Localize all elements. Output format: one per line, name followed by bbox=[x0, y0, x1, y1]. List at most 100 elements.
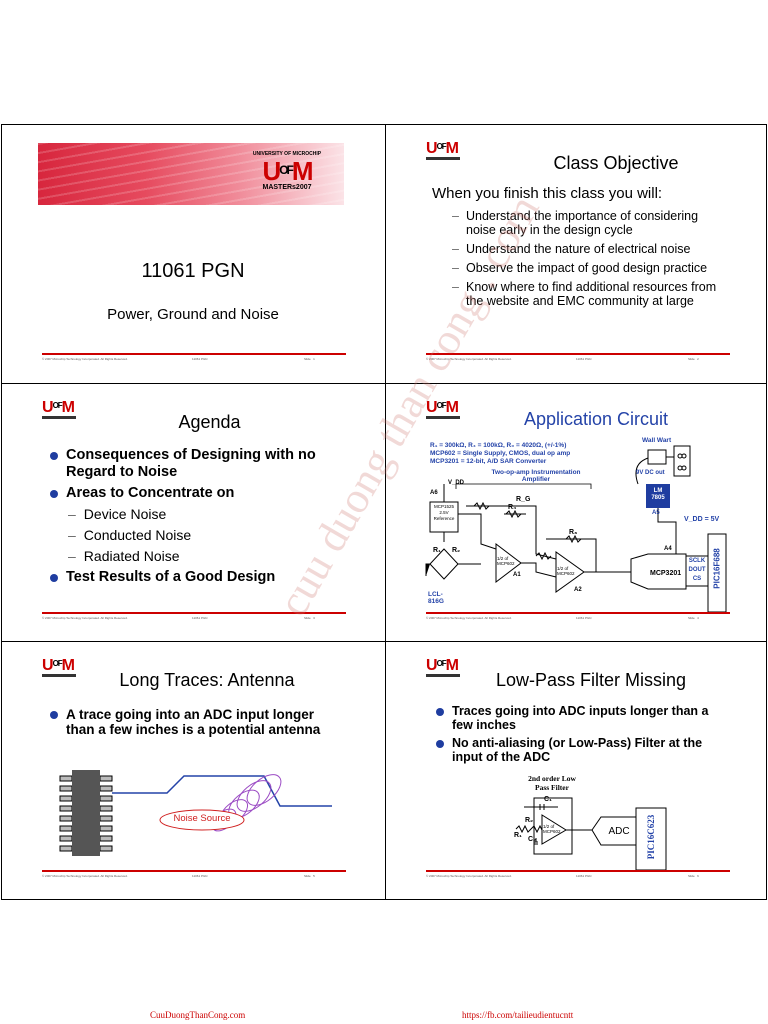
mcu-label: PIC16F688 bbox=[712, 548, 722, 589]
uofm-logo: UOFM bbox=[426, 139, 460, 160]
logo-text: UNIVERSITY OF MICROCHIP bbox=[252, 151, 322, 157]
amp-label: Two-op-amp Instrumentation Amplifier bbox=[491, 469, 581, 483]
slide-title: Class Objective bbox=[553, 153, 679, 173]
label-a5: A5 bbox=[652, 510, 660, 516]
course-title: 11061 PGN bbox=[141, 260, 245, 282]
antenna-bullet: A trace going into an ADC input longer t… bbox=[50, 707, 346, 737]
label-r3: R₃ bbox=[569, 529, 578, 536]
slide-footer: © 2007 Microchip Technology Incorporated… bbox=[426, 870, 730, 882]
circuit-specs: R₁ = 300kΩ, R₄ = 100kΩ, R₀ = 4020Ω, (+/-… bbox=[430, 442, 571, 465]
list-item: –Understand the importance of considerin… bbox=[452, 209, 699, 237]
logo-year: MASTERs2007 bbox=[262, 184, 312, 191]
regulator-block bbox=[646, 484, 670, 508]
label-c1: C₁ bbox=[544, 796, 552, 803]
list-item: Consequences of Designing with no Regard… bbox=[50, 447, 350, 481]
slide-footer: © 2007 Microchip Technology Incorporated… bbox=[42, 353, 346, 365]
grid-divider-row2 bbox=[2, 641, 766, 642]
list-item: Test Results of a Good Design bbox=[50, 569, 350, 586]
list-item: –Conducted Noise bbox=[68, 527, 192, 543]
slide-title: Long Traces: Antenna bbox=[119, 670, 295, 690]
bullet-icon bbox=[50, 574, 58, 582]
agenda-list: Consequences of Designing with no Regard… bbox=[50, 447, 350, 586]
label-r1: R₁ bbox=[514, 832, 522, 839]
noise-source-oval bbox=[159, 809, 245, 831]
list-item: –Device Noise bbox=[68, 506, 167, 522]
bullet-icon bbox=[50, 490, 58, 498]
bullet-icon bbox=[436, 740, 444, 748]
uofm-logo: UOFM bbox=[426, 656, 460, 677]
bullet-icon bbox=[50, 452, 58, 460]
filter-bullets: Traces going into ADC inputs longer than… bbox=[436, 704, 726, 764]
low-pass-filter-diagram bbox=[515, 797, 667, 871]
slide-footer: © 2007 Microchip Technology Incorporated… bbox=[426, 353, 730, 365]
vdd-5v-label: V_DD = 5V bbox=[684, 516, 720, 523]
op-amp-1-label: 1/2 of MCP602 bbox=[497, 556, 515, 566]
list-item: No anti-aliasing (or Low-Pass) Filter at… bbox=[436, 736, 726, 764]
slide-2: UOFM Class Objective When you finish thi… bbox=[386, 125, 768, 382]
adc-label: ADC bbox=[608, 826, 630, 837]
vdd-label: V_DD bbox=[448, 480, 465, 486]
op-amp-2-label: 1/2 of MCP602 bbox=[557, 566, 575, 576]
regulator-label: LM 7805 bbox=[651, 488, 665, 501]
grid-divider-row1 bbox=[2, 383, 766, 384]
slide-title: Application Circuit bbox=[523, 409, 669, 429]
university-logo: UNIVERSITY OF MICROCHIP UOFM MASTERs2007 bbox=[232, 151, 342, 195]
slide-4: UOFM Application Circuit R₁ = 300kΩ, R₄ … bbox=[386, 384, 768, 641]
footer-site-link[interactable]: CuuDuongThanCong.com bbox=[150, 1010, 246, 1020]
label-a6: A6 bbox=[430, 490, 438, 496]
banner-streaks bbox=[38, 143, 344, 205]
bullet-icon bbox=[436, 708, 444, 716]
label-r2: R₂ bbox=[525, 817, 534, 824]
application-circuit-diagram bbox=[425, 445, 727, 613]
list-item: –Know where to find additional resources… bbox=[452, 280, 717, 308]
footer-copyright: © 2007 Microchip Technology Incorporated… bbox=[42, 357, 128, 361]
slide-6: UOFM Low-Pass Filter Missing Traces goin… bbox=[386, 642, 768, 899]
slide-footer: © 2007 Microchip Technology Incorporated… bbox=[42, 870, 346, 882]
logo-mark: UOFM bbox=[262, 156, 313, 186]
op-amp-label: 1/2 of MCP602 bbox=[543, 824, 561, 834]
label-c2: C₂ bbox=[528, 836, 537, 843]
label-a2: A2 bbox=[574, 587, 582, 593]
label-a4: A4 bbox=[664, 546, 672, 552]
uofm-logo: UOFM bbox=[42, 656, 76, 677]
dc-out-label: 9V DC out bbox=[636, 470, 665, 476]
reference-label: MCP1525 2.5V Reference bbox=[433, 504, 455, 521]
filter-label: 2nd order Low Pass Filter bbox=[528, 774, 576, 792]
wall-wart-label: Wall Wart bbox=[642, 437, 672, 444]
footer-slide: Slide 1 bbox=[304, 357, 315, 361]
sensor-label: LCL-816G bbox=[428, 591, 444, 605]
ic-chip bbox=[72, 770, 100, 856]
list-item: Areas to Concentrate on bbox=[50, 485, 350, 502]
objective-list: –Understand the importance of considerin… bbox=[452, 209, 727, 313]
label-r4: R₄ bbox=[508, 504, 517, 511]
list-item: –Observe the impact of good design pract… bbox=[452, 261, 708, 275]
noise-source-label: Noise Source bbox=[173, 813, 231, 824]
antenna-diagram bbox=[59, 770, 332, 856]
label-r2: R₂ bbox=[452, 547, 461, 554]
mcu-label: PIC16C623 bbox=[646, 814, 656, 860]
uofm-logo: UOFM bbox=[426, 398, 460, 419]
slide-1: UNIVERSITY OF MICROCHIP UOFM MASTERs2007… bbox=[2, 125, 384, 382]
slide-grid bbox=[1, 124, 767, 900]
bullet-icon bbox=[50, 711, 58, 719]
uofm-logo: UOFM bbox=[42, 398, 76, 419]
title-banner bbox=[38, 143, 344, 205]
label-rg: R_G bbox=[516, 496, 531, 503]
adc-label: MCP3201 bbox=[650, 570, 682, 577]
slide-title: Low-Pass Filter Missing bbox=[495, 670, 687, 690]
slide-5: UOFM Long Traces: Antenna A trace going … bbox=[2, 642, 384, 899]
course-subtitle: Power, Ground and Noise bbox=[107, 306, 279, 323]
slide-footer: © 2007 Microchip Technology Incorporated… bbox=[42, 612, 346, 624]
slide-title: Agenda bbox=[178, 412, 241, 432]
sub-list: –Device Noise –Conducted Noise –Radiated… bbox=[50, 504, 350, 567]
grid-divider-vertical bbox=[385, 125, 386, 899]
pcb-trace bbox=[112, 775, 332, 807]
slide-footer: © 2007 Microchip Technology Incorporated… bbox=[426, 612, 730, 624]
footer-course: 11061 PGN bbox=[192, 357, 208, 361]
slide-3: UOFM Agenda Consequences of Designing wi… bbox=[2, 384, 384, 641]
list-item: –Radiated Noise bbox=[68, 548, 180, 564]
label-r1: R₁ bbox=[433, 547, 441, 554]
footer-fb-link[interactable]: https://fb.com/tailieudientucntt bbox=[462, 1010, 574, 1020]
label-a1: A1 bbox=[513, 572, 521, 578]
